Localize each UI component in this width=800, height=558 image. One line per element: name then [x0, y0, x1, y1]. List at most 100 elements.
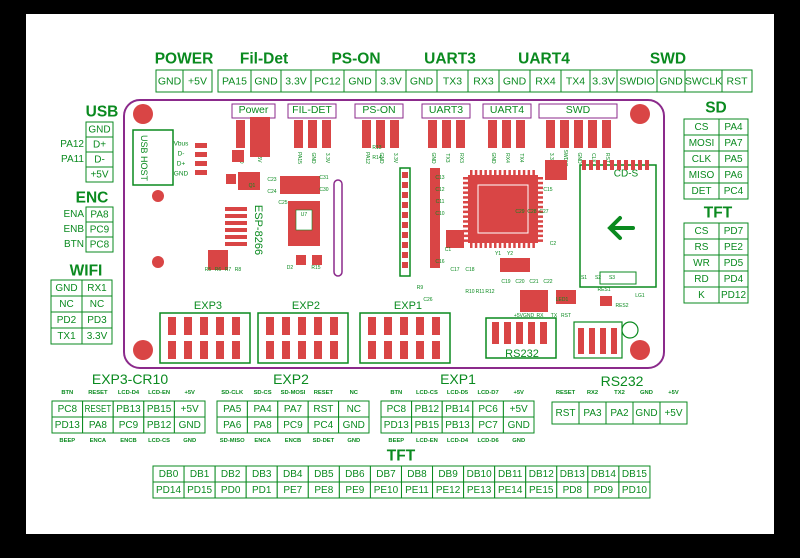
tft-right-title: TFT: [704, 205, 733, 222]
pin-fildet-0: PA15: [222, 76, 247, 88]
board-exp-pad-top-1-3: [314, 317, 322, 335]
board-conn-pin-label-1-2: 3.3V: [324, 153, 330, 164]
sd-pad-8: [638, 160, 642, 170]
usb-port-pad-0: [195, 143, 207, 148]
rs232-pin-4-cell: [659, 401, 688, 425]
silk-label-22: C28: [527, 209, 536, 215]
enc-side-2: BTN: [64, 239, 84, 250]
tft-right-left-3: RD: [694, 274, 708, 285]
exp3-row2-0: PD13: [55, 420, 80, 431]
mcu-pin-left-1: [463, 181, 468, 185]
enc-title: ENC: [76, 190, 109, 207]
sd-pad-5: [617, 160, 621, 170]
board-conn-pad-5-0: [546, 120, 555, 148]
wifi-left-2: PD2: [57, 315, 77, 326]
pin-uart3-1: TX3: [443, 76, 462, 88]
exp2-row2-4: GND: [343, 420, 365, 431]
board-exp-pad-top-0-3: [216, 317, 224, 335]
exp1-top-label-0: BTN: [390, 390, 402, 396]
silk-label-35: RES1: [597, 287, 610, 293]
mcu-die: [477, 184, 529, 234]
board-conn-pad-4-1: [502, 120, 511, 148]
exp3-top-label-2: LCD-D4: [118, 390, 140, 396]
mounting-hole-2: [133, 340, 153, 360]
board-exp-pad-top-0-2: [200, 317, 208, 335]
board-rs232-pad-4: [540, 322, 547, 344]
mcu-pin-bottom-12: [527, 243, 531, 248]
exp3-row1-2: PB13: [116, 404, 141, 415]
exp1-bottom-label-0: BEEP: [388, 438, 404, 444]
wifi-left-1: NC: [59, 299, 73, 310]
mcu-pin-top-12: [527, 170, 531, 175]
enc-pin-2: PC8: [90, 240, 110, 251]
mcu-pin-left-8: [463, 215, 468, 218]
mcu-pin-left-5: [463, 201, 468, 204]
tft-db-4: DB4: [283, 469, 303, 480]
usb-pin-2: D-: [94, 155, 105, 166]
esp-pad-0: [225, 207, 247, 211]
exp1-bottom-label-2: LCD-D4: [447, 438, 469, 444]
exp1-row1-2: PB14: [445, 404, 470, 415]
ribbon-pad-3: [402, 202, 408, 208]
rs232-top-label-4: +5V: [668, 390, 679, 396]
tft-pin-12: PE15: [529, 485, 554, 496]
sd-pad-1: [589, 160, 593, 170]
rs232-top-label-3: GND: [640, 390, 653, 396]
exp2-top-label-2: SD-MOSI: [281, 390, 306, 396]
mcu-pin-bottom-4: [489, 243, 492, 248]
exp3-row2-4: GND: [179, 420, 201, 431]
exp1-row1-1: PB12: [415, 404, 440, 415]
exp1-top-label-2: LCD-D5: [447, 390, 469, 396]
board-conn-label-4: UART4: [490, 104, 524, 116]
exp2-bottom-label-2: ENCB: [285, 438, 301, 444]
silk-label-4: C25: [278, 200, 287, 206]
silk-label-5: U7: [301, 212, 308, 218]
ribbon-pad-7: [402, 242, 408, 248]
tft-right-right-4-cell: [718, 286, 749, 304]
tft-pin-15: PD10: [622, 485, 647, 496]
exp3-bottom-label-4: GND: [183, 438, 196, 444]
ribbon-pad-5: [402, 222, 408, 228]
exp2-bottom-label-4: GND: [347, 438, 360, 444]
silk-label-30: C19: [501, 279, 510, 285]
sd-right-0: PA4: [724, 122, 743, 133]
mcu-pin-top-0: [470, 170, 473, 175]
pin-uart4-1: RX4: [535, 76, 556, 88]
board-rs232-pad-0: [492, 322, 499, 344]
mcu-pin-bottom-5: [494, 243, 497, 248]
silk-label-8: Q1: [249, 183, 256, 189]
silk-label-13: C15: [543, 187, 552, 193]
silk-label-29: R8: [235, 267, 242, 273]
mcu-pin-left-13: [463, 239, 468, 242]
pin-power-1: +5V: [188, 76, 207, 88]
exp3-top-label-4: +5V: [184, 390, 195, 396]
board-conn-pin-label-5-2: GND: [576, 152, 582, 164]
board-exp-pad-top-1-2: [298, 317, 306, 335]
board-conn-frame-2: [354, 103, 404, 119]
board-conn-frame-4: [482, 103, 532, 119]
tft-right-right-4: PD12: [721, 290, 746, 301]
tft-pin-11: PE14: [498, 485, 523, 496]
mcu-pin-top-11: [522, 170, 526, 175]
tft-db-6: DB6: [345, 469, 365, 480]
sd-arrow-icon: [607, 216, 635, 240]
silk-label-7: R15: [311, 265, 320, 271]
silk-label-47: S1: [581, 275, 587, 281]
exp2-row1-2: PA7: [284, 404, 303, 415]
exp3-top-label-3: LCD-EN: [148, 390, 170, 396]
tft-right-right-3: PD4: [724, 274, 744, 285]
mcu-pin-bottom-0: [470, 243, 473, 248]
exp2-row1-1: PA4: [254, 404, 273, 415]
board-exp-pad-bottom-1-0: [266, 341, 274, 359]
sd-pad-6: [624, 160, 628, 170]
silk-label-33: C22: [543, 279, 552, 285]
mcu-pin-top-13: [532, 170, 535, 175]
tft-pin-6: PE9: [345, 485, 364, 496]
board-button-pad-3: [611, 328, 617, 354]
board-conn-pad-2-2: [390, 120, 399, 148]
exp3-bottom-label-0: BEEP: [59, 438, 75, 444]
tft-pin-8: PE11: [405, 485, 429, 496]
board-exp-pad-bottom-2-3: [416, 341, 424, 359]
mcu-pin-bottom-8: [508, 243, 511, 248]
